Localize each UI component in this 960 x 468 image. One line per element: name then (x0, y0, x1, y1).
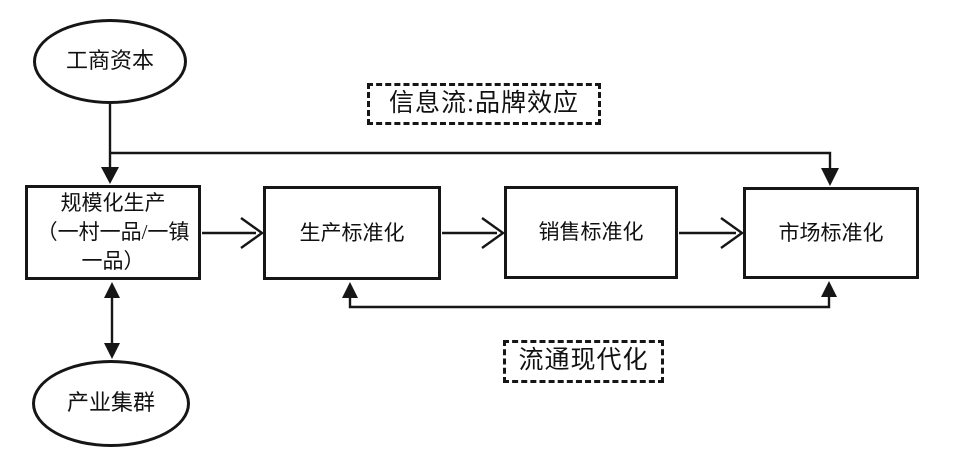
node-production-standardization: 生产标准化 (263, 186, 441, 280)
node-circulation-modernization: 流通现代化 (503, 340, 664, 383)
node-industrial-commercial-capital: 工商资本 (33, 19, 187, 104)
node-label-market-standardization: 市场标准化 (778, 220, 884, 245)
arrow-production-to-sales-standardization (442, 217, 506, 249)
arrow-capital-to-scale-production (101, 104, 119, 184)
arrow-sales-to-market-standardization (679, 217, 745, 249)
arrow-top-branch-to-market-standardization (110, 151, 839, 186)
node-sales-standardization: 销售标准化 (504, 186, 678, 279)
node-information-flow-brand-effect: 信息流:品牌效应 (367, 83, 601, 125)
node-label-capital: 工商资本 (65, 48, 154, 74)
node-label-scale-production: 规模化生产 （一村一品/一镇 一品） (36, 191, 190, 273)
node-label-industry-cluster: 产业集群 (66, 390, 155, 416)
node-label-circulation: 流通现代化 (518, 347, 649, 375)
node-label-production-standardization: 生产标准化 (299, 220, 405, 245)
arrow-bottom-feedback-link (342, 281, 837, 309)
node-label-info-flow: 信息流:品牌效应 (389, 89, 579, 117)
node-industry-cluster: 产业集群 (32, 360, 190, 447)
node-scale-production: 规模化生产 （一村一品/一镇 一品） (25, 185, 201, 280)
arrow-scale-to-production-standardization (202, 217, 265, 249)
node-market-standardization: 市场标准化 (743, 187, 919, 279)
arrow-scale-cluster-bidirectional (104, 282, 120, 359)
node-label-sales-standardization: 销售标准化 (538, 220, 644, 245)
